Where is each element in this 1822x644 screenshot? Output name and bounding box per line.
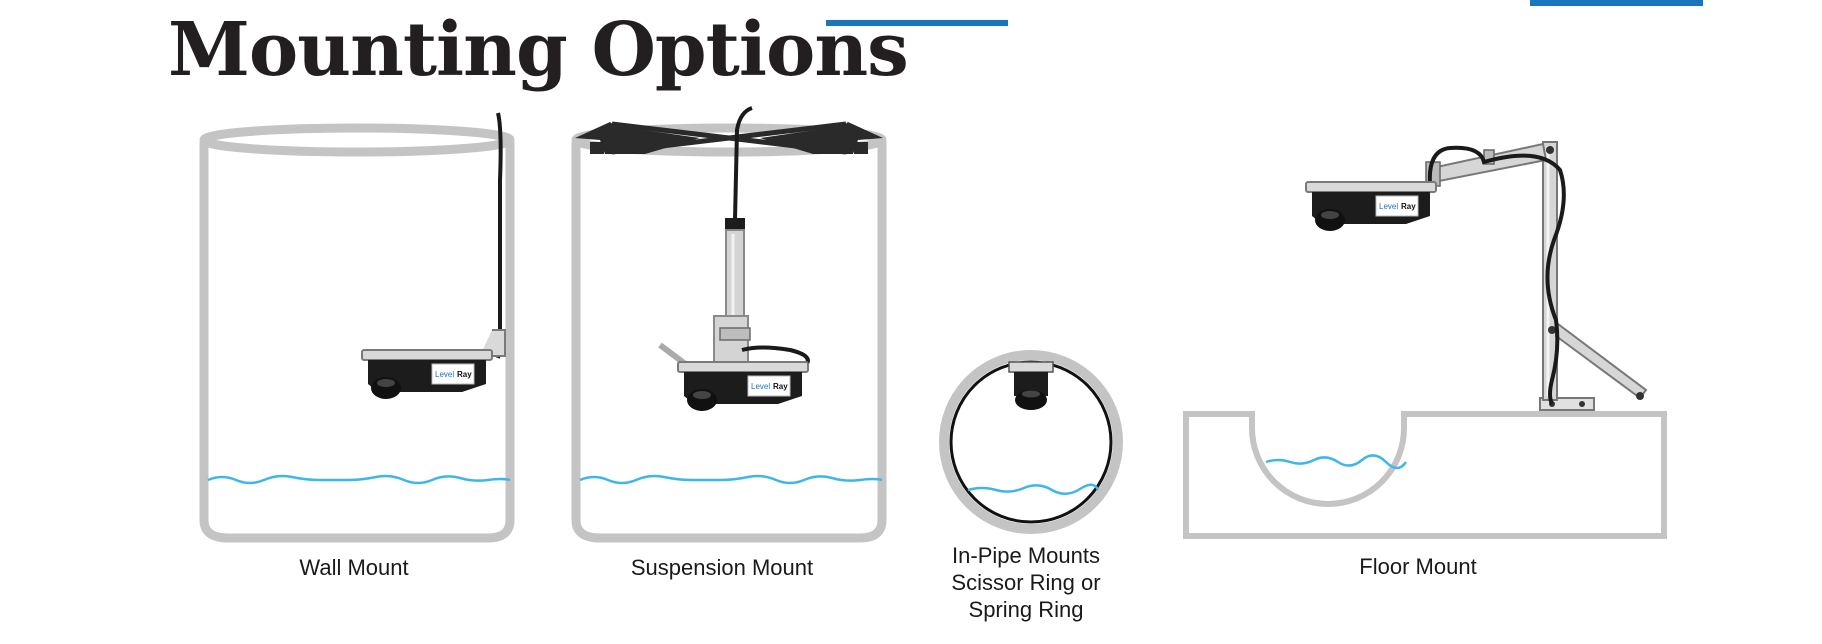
- tank: [571, 123, 887, 543]
- tank: [199, 123, 515, 543]
- levelray-sensor: Level Ray: [677, 361, 809, 412]
- in-pipe-sensor: [1008, 361, 1054, 410]
- caption-suspension-mount: Suspension Mount: [630, 555, 814, 580]
- levelray-sensor: Level Ray: [1305, 181, 1437, 232]
- caption-in-pipe-mounts: In-Pipe Mounts Scissor Ring or Spring Ri…: [866, 542, 1186, 623]
- caption-line: Scissor Ring or: [951, 570, 1101, 595]
- svg-text:Level: Level: [435, 370, 454, 379]
- caption-line: In-Pipe Mounts: [952, 543, 1100, 568]
- svg-text:Level: Level: [751, 382, 770, 391]
- levelray-sensor: Level Ray: [361, 349, 493, 400]
- floor-stand: [1425, 141, 1648, 411]
- sensor-cable: [496, 112, 503, 359]
- svg-text:Ray: Ray: [773, 382, 788, 391]
- suspension-mount-diagram: Level Ray: [571, 106, 887, 543]
- svg-text:Ray: Ray: [1401, 202, 1416, 211]
- svg-text:Level: Level: [1379, 202, 1398, 211]
- accent-bar-left: [826, 20, 1008, 26]
- caption-line: Spring Ring: [968, 597, 1084, 622]
- water-surface: [967, 483, 1100, 495]
- svg-text:Ray: Ray: [457, 370, 472, 379]
- floor-mount-diagram: Level Ray: [1183, 141, 1667, 539]
- water-surface: [579, 474, 883, 485]
- caption-wall-mount: Wall Mount: [299, 555, 409, 580]
- sensor-cable: [1427, 145, 1566, 405]
- in-pipe-mount-diagram: [939, 350, 1123, 534]
- sensor-cable: [733, 106, 753, 221]
- accent-bar-right: [1530, 0, 1703, 6]
- water-surface: [1265, 454, 1408, 470]
- water-surface: [207, 474, 511, 485]
- cross-bar-mount: [575, 121, 883, 155]
- wall-mount-diagram: Level Ray: [199, 112, 515, 543]
- page-title: Mounting Options: [168, 7, 909, 93]
- caption-floor-mount: Floor Mount: [1359, 554, 1477, 579]
- channel-floor: [1183, 411, 1667, 539]
- suspension-pole: [658, 218, 751, 369]
